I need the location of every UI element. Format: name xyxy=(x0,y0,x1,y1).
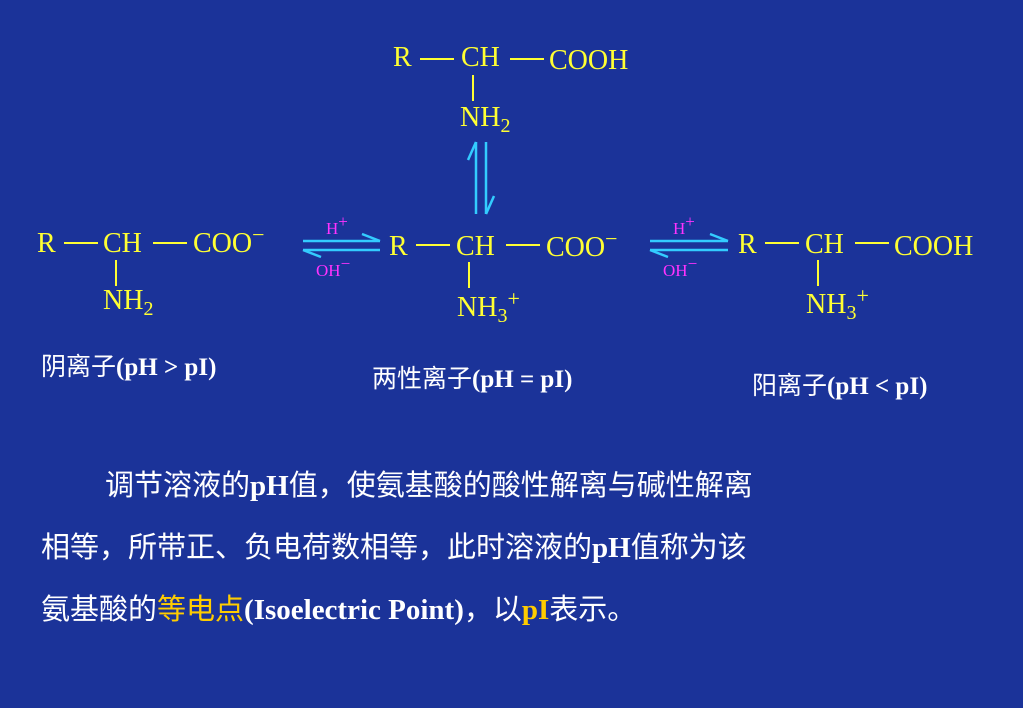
isoelectric-point-term: 等电点 xyxy=(157,592,245,626)
right-cooh: COOH xyxy=(894,231,974,262)
left-coo: COO− xyxy=(193,222,265,259)
right-ch: CH xyxy=(805,229,844,260)
cation-label: 阳离子(pH < pI) xyxy=(752,371,928,400)
zwitterion-label: 两性离子(pH = pI) xyxy=(372,364,573,393)
bond xyxy=(765,242,799,244)
middle-ch: CH xyxy=(456,231,495,262)
bond xyxy=(416,244,450,246)
middle-coo: COO− xyxy=(546,226,618,263)
bond xyxy=(115,260,117,286)
vertical-equilibrium-arrow xyxy=(466,141,496,215)
anion-label: 阴离子(pH > pI) xyxy=(41,352,217,381)
paragraph-line-3: 氨基酸的等电点(Isoelectric Point)，以pI表示。 xyxy=(41,592,637,626)
bond xyxy=(420,58,454,60)
paragraph-line-1: 调节溶液的pH值，使氨基酸的酸性解离与碱性解离 xyxy=(105,468,753,502)
bond xyxy=(510,58,544,60)
right-oh-minus: OH− xyxy=(663,254,698,280)
bond xyxy=(506,244,540,246)
left-amino-group: NH2 xyxy=(103,285,154,320)
left-ch: CH xyxy=(103,228,142,259)
paragraph-line-2: 相等，所带正、负电荷数相等，此时溶液的pH值称为该 xyxy=(41,530,747,564)
right-equilibrium-arrow xyxy=(649,232,729,259)
top-ch: CH xyxy=(461,42,500,73)
left-oh-minus: OH− xyxy=(316,254,351,280)
middle-ammonium-group: NH3+ xyxy=(457,286,520,327)
bond xyxy=(468,262,470,288)
top-amino-group: NH2 xyxy=(460,102,511,137)
isoelectric-point-definition: 调节溶液的pH值，使氨基酸的酸性解离与碱性解离 相等，所带正、负电荷数相等，此时… xyxy=(41,455,991,641)
left-equilibrium-arrow xyxy=(302,232,381,259)
bond xyxy=(472,75,474,101)
right-ammonium-group: NH3+ xyxy=(806,283,869,324)
left-r-group: R xyxy=(37,228,56,259)
bond xyxy=(153,242,187,244)
top-cooh: COOH xyxy=(549,45,629,76)
bond xyxy=(855,242,889,244)
right-r-group: R xyxy=(738,229,757,260)
bond xyxy=(64,242,98,244)
right-h-plus: H+ xyxy=(673,212,695,238)
left-h-plus: H+ xyxy=(326,212,348,238)
top-r-group: R xyxy=(393,42,412,73)
bond xyxy=(817,260,819,286)
middle-r-group: R xyxy=(389,231,408,262)
